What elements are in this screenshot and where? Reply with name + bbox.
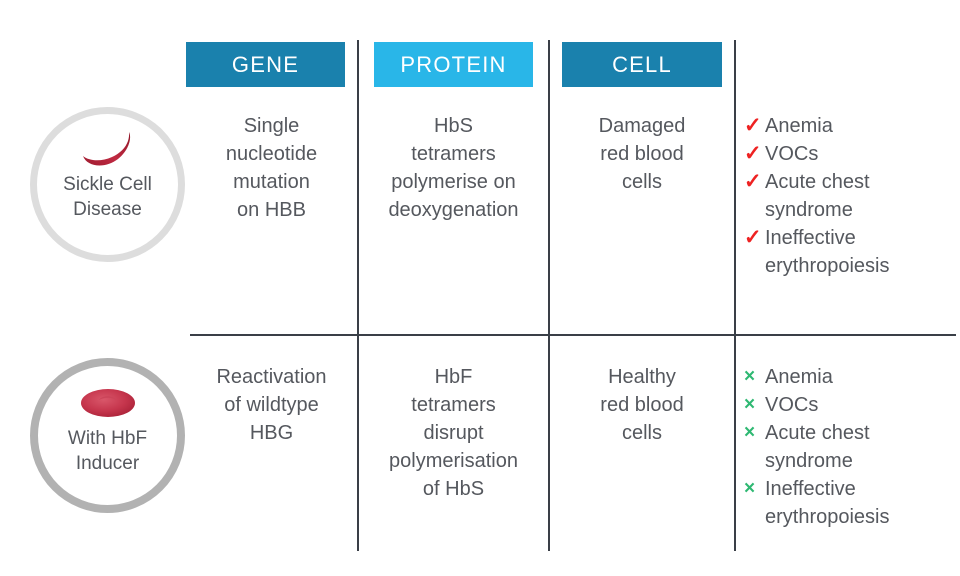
horizontal-divider [190, 334, 956, 336]
vertical-divider-1 [357, 40, 359, 551]
outcome-label: Anemia [765, 366, 833, 388]
column-header-cell: CELL [562, 42, 722, 87]
column-header-protein: PROTEIN [374, 42, 533, 87]
outcome-item: ✓ Anemia [744, 112, 958, 140]
outcome-label: VOCs [765, 143, 819, 165]
vertical-divider-3 [734, 40, 736, 551]
outcome-item: ✓ Acute chest syndrome [744, 168, 958, 224]
check-icon: ✓ [744, 226, 762, 249]
check-icon: ✓ [744, 170, 762, 193]
outcome-label: Anemia [765, 115, 833, 137]
healthy-red-blood-cell-icon [79, 382, 137, 424]
column-header-cell-label: CELL [612, 51, 672, 77]
outcome-label: Acute chest syndrome [765, 422, 870, 472]
outcome-label: Ineffective erythropoiesis [765, 227, 890, 277]
row-label-text-sickle-cell-disease: Sickle Cell Disease [57, 172, 158, 222]
row-label-line-2: Inducer [75, 453, 140, 474]
row-label-line-1: Sickle Cell [63, 174, 152, 195]
column-header-gene-label: GENE [231, 51, 300, 77]
outcome-label: Acute chest syndrome [765, 171, 870, 221]
outcome-label: Ineffective erythropoiesis [765, 478, 890, 528]
row-label-circle-with-hbf-inducer: With HbF Inducer [30, 358, 185, 513]
check-icon: ✓ [744, 142, 762, 165]
outcome-list-with-hbf-inducer: × Anemia × VOCs × Acute chest syndrome ×… [744, 363, 958, 531]
cross-icon: × [744, 478, 756, 499]
row-label-circle-sickle-cell-disease: Sickle Cell Disease [30, 107, 185, 262]
row-label-text-with-hbf-inducer: With HbF Inducer [62, 426, 153, 476]
column-header-protein-label: PROTEIN [400, 51, 507, 77]
outcome-item: ✓ VOCs [744, 140, 958, 168]
outcome-item: ✓ Ineffective erythropoiesis [744, 224, 958, 280]
outcome-list-sickle-cell-disease: ✓ Anemia ✓ VOCs ✓ Acute chest syndrome ✓… [744, 112, 958, 280]
row-label-line-1: With HbF [67, 428, 148, 449]
sickle-red-blood-cell-icon [79, 128, 137, 170]
outcome-item: × Ineffective erythropoiesis [744, 475, 958, 531]
cross-icon: × [744, 366, 756, 387]
cross-icon: × [744, 394, 756, 415]
cross-icon: × [744, 422, 756, 443]
outcome-item: × Acute chest syndrome [744, 419, 958, 475]
row-label-line-2: Disease [73, 199, 142, 220]
outcome-item: × VOCs [744, 391, 958, 419]
outcome-label: VOCs [765, 394, 819, 416]
outcome-item: × Anemia [744, 363, 958, 391]
vertical-divider-2 [548, 40, 550, 551]
column-header-gene: GENE [186, 42, 345, 87]
check-icon: ✓ [744, 114, 762, 137]
